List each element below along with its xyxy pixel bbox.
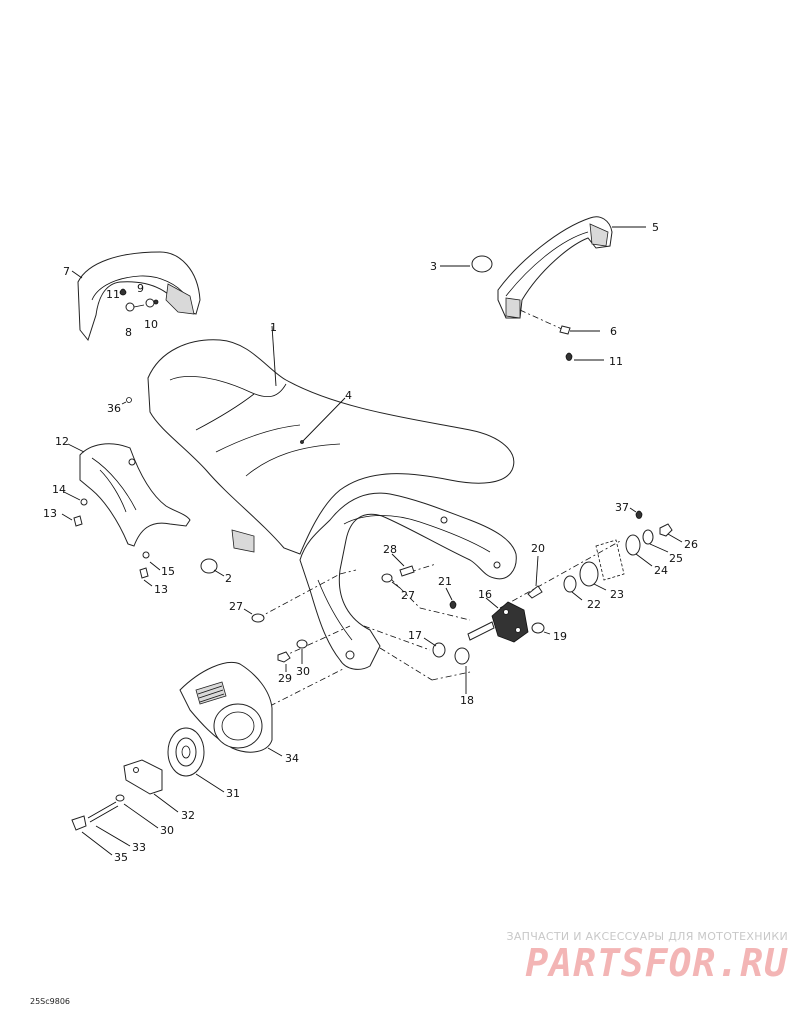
callout-7: 7 [63, 265, 70, 278]
callout-37: 37 [615, 501, 629, 514]
bracket-fasteners [61, 491, 161, 587]
callout-20: 20 [531, 542, 545, 555]
side-bracket-part [67, 443, 191, 547]
watermark: ЗАПЧАСТИ И АКСЕССУАРЫ ДЛЯ МОТОТЕХНИКИ PA… [488, 930, 788, 983]
seat-part [147, 325, 515, 555]
bumper-part-2 [200, 558, 225, 577]
callout-30b: 30 [160, 824, 174, 837]
callout-13b: 13 [154, 583, 168, 596]
callout-34: 34 [285, 752, 299, 765]
assembly-lines [257, 539, 623, 707]
callout-12: 12 [55, 435, 69, 448]
callout-5: 5 [652, 221, 659, 234]
part-36 [121, 397, 132, 405]
bracket-part-32 [123, 759, 179, 813]
callout-8: 8 [125, 326, 132, 339]
callout-19: 19 [553, 630, 567, 643]
callout-4: 4 [345, 389, 352, 402]
washer-bolt-27-28 [243, 553, 415, 623]
callout-33: 33 [132, 841, 146, 854]
rear-deflector-part [71, 251, 201, 342]
callout-6: 6 [610, 325, 617, 338]
callout-27a: 27 [229, 600, 243, 613]
cover-part-34 [179, 662, 283, 757]
nut-washer-29-30 [277, 639, 308, 672]
callout-25: 25 [669, 552, 683, 565]
callout-17: 17 [408, 629, 422, 642]
handle-screw-part [519, 309, 604, 361]
rear-frame-part [299, 492, 517, 670]
callout-1: 1 [270, 321, 277, 334]
callout-14: 14 [52, 483, 66, 496]
callout-9: 9 [137, 282, 144, 295]
callout-35: 35 [114, 851, 128, 864]
callout-32: 32 [181, 809, 195, 822]
callout-10: 10 [144, 318, 158, 331]
deflector-fasteners [119, 288, 159, 312]
callout-23: 23 [610, 588, 624, 601]
drawing-code: 25Sc9806 [30, 997, 71, 1006]
callout-2: 2 [225, 572, 232, 585]
grab-handle-part [497, 216, 646, 319]
mount-plate-part [423, 555, 551, 694]
callout-26: 26 [684, 538, 698, 551]
callout-36: 36 [107, 402, 121, 415]
callout-22: 22 [587, 598, 601, 611]
callout-31: 31 [226, 787, 240, 800]
callout-labels: 1 2 3 4 5 6 7 8 9 10 11 11 12 13 13 14 1… [43, 221, 698, 864]
callout-11b: 11 [609, 355, 623, 368]
callout-27b: 27 [401, 589, 415, 602]
callout-3: 3 [430, 260, 437, 273]
bolt-parts-33-35 [71, 794, 159, 856]
watermark-caption: ЗАПЧАСТИ И АКСЕССУАРЫ ДЛЯ МОТОТЕХНИКИ [506, 930, 788, 943]
callout-13a: 13 [43, 507, 57, 520]
watermark-logo: PARTSFOR.RU [525, 941, 788, 985]
pulley-part-31 [167, 727, 225, 793]
callout-18: 18 [460, 694, 474, 707]
callout-29: 29 [278, 672, 292, 685]
callout-28: 28 [383, 543, 397, 556]
callout-21: 21 [438, 575, 452, 588]
callout-15: 15 [161, 565, 175, 578]
callout-16: 16 [478, 588, 492, 601]
callout-30a: 30 [296, 665, 310, 678]
callout-24: 24 [654, 564, 668, 577]
cap-part-3 [440, 255, 493, 273]
washer-stack-part [563, 507, 683, 601]
callout-11a: 11 [106, 288, 120, 301]
